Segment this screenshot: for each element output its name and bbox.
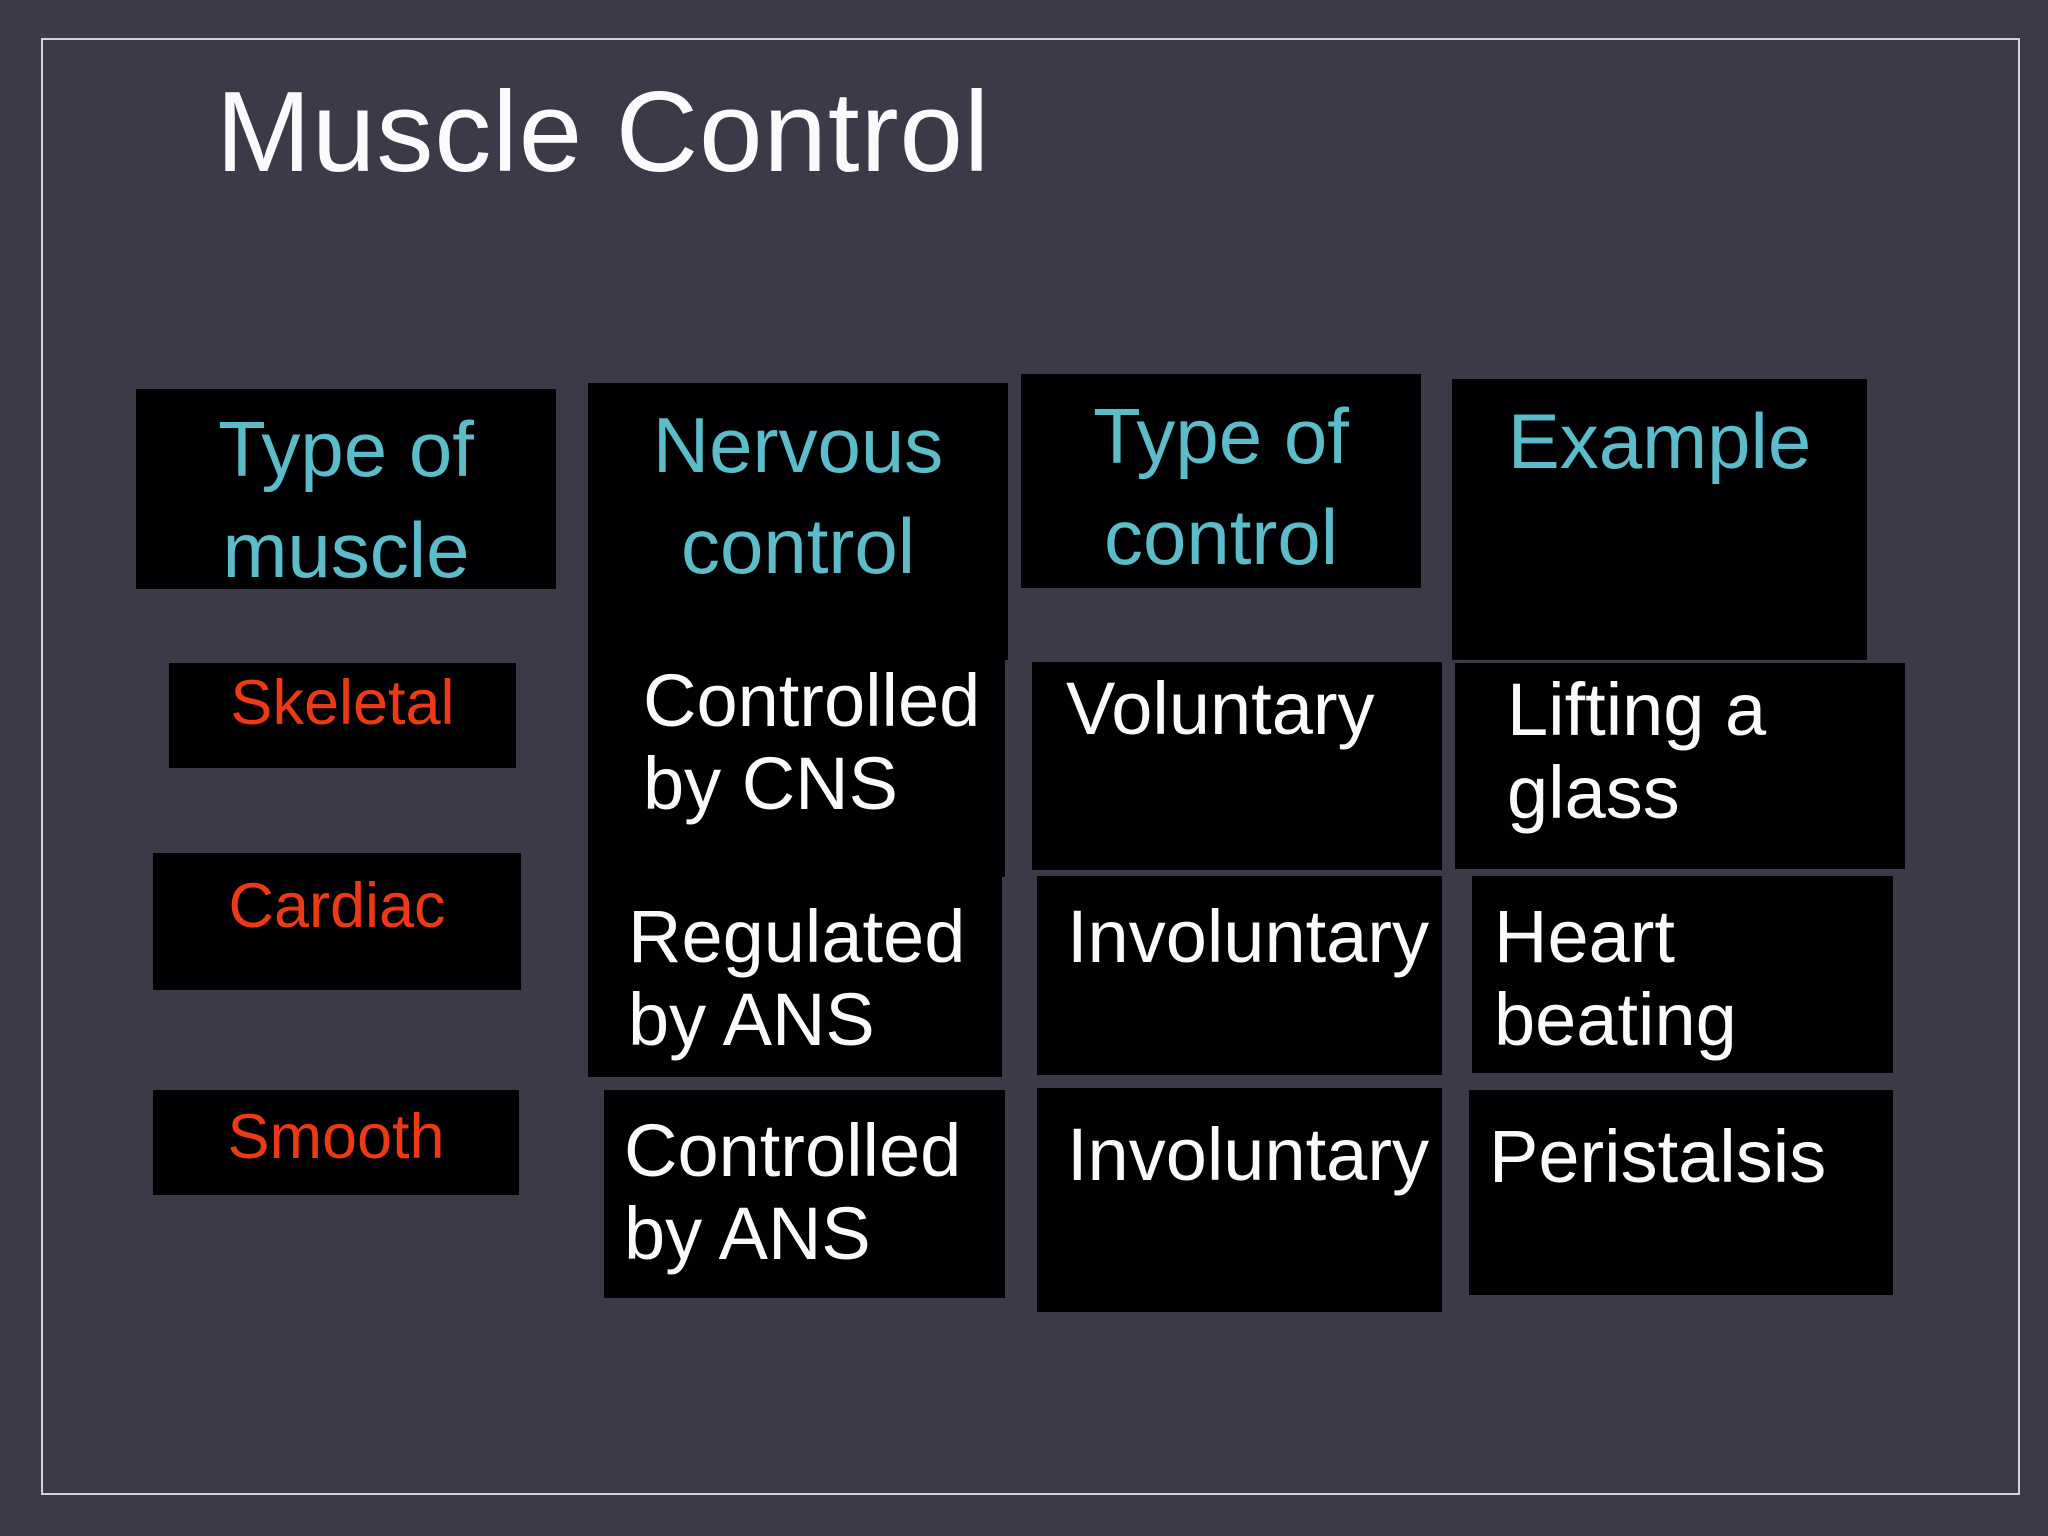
cell-smooth-nervous-control: Controlled by ANS (604, 1090, 1005, 1298)
cell-cardiac-nervous-control: Regulated by ANS (588, 872, 1002, 1077)
cell-skeletal-nervous-control: Controlled by CNS (588, 652, 1005, 877)
header-nervous-control: Nervous control (588, 383, 1008, 660)
cell-cardiac-type-of-control: Involuntary (1037, 876, 1442, 1075)
header-type-of-control: Type of control (1021, 374, 1421, 588)
slide-border-frame (41, 38, 2020, 1495)
cell-smooth-example: Peristalsis (1469, 1090, 1893, 1295)
cell-skeletal-label: Skeletal (169, 663, 516, 768)
header-type-of-muscle: Type of muscle (136, 389, 556, 594)
cell-smooth-type-of-control: Involuntary (1037, 1088, 1442, 1312)
slide-title: Muscle Control (216, 69, 991, 196)
cell-smooth-label: Smooth (153, 1090, 519, 1195)
cell-cardiac-example: Heart beating (1472, 876, 1893, 1073)
header-example: Example (1452, 379, 1867, 660)
cell-skeletal-type-of-control: Voluntary (1032, 662, 1442, 870)
cell-skeletal-example: Lifting a glass (1455, 663, 1905, 869)
cell-cardiac-label: Cardiac (153, 853, 521, 990)
